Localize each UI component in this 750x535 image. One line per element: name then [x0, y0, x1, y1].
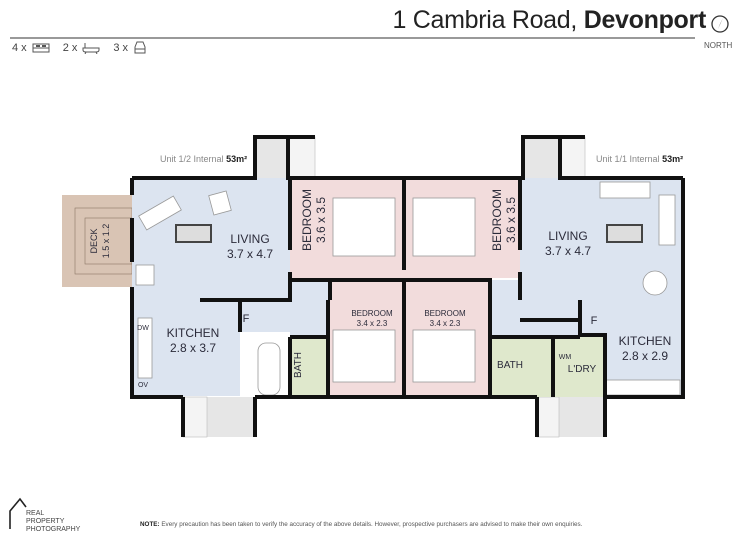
dishwasher-label: DW	[137, 325, 149, 332]
header-divider	[10, 37, 695, 39]
property-address: 1 Cambria Road, Devonport	[392, 6, 707, 35]
car-icon	[134, 41, 146, 54]
living-right-label: LIVING	[548, 229, 587, 243]
kitchen-left-size: 2.8 x 3.7	[170, 341, 216, 355]
bedroom-count: 4 x	[12, 42, 27, 54]
bathroom-count: 2 x	[62, 42, 78, 54]
bedroom-left-main-size: 3.6 x 3.5	[314, 197, 328, 243]
bedroom-left-main-label: BEDROOM	[300, 189, 314, 251]
living-left-label: LIVING	[230, 232, 269, 246]
address-suburb: Devonport	[583, 6, 707, 34]
deck-label: DECK	[89, 228, 99, 253]
kitchen-left-label: KITCHEN	[167, 326, 220, 340]
kitchen-right-label: KITCHEN	[619, 334, 672, 348]
car-count: 3 x	[113, 42, 129, 54]
laundry-right-label: L'DRY	[568, 364, 597, 375]
bedroom-right-small-label: BEDROOM	[424, 309, 466, 318]
address-street: 1 Cambria Road,	[392, 6, 578, 34]
fridge-left-label: F	[243, 313, 250, 325]
living-right-size: 3.7 x 4.7	[545, 244, 591, 258]
bedroom-right-main-size: 3.6 x 3.5	[504, 197, 518, 243]
north-indicator: NORTH	[704, 14, 732, 50]
furniture	[135, 181, 681, 396]
bedroom-right-main-label: BEDROOM	[490, 189, 504, 251]
walls	[130, 135, 685, 437]
bedroom-left-small-label: BEDROOM	[351, 309, 393, 318]
unit-right-area: Unit 1/1 Internal 53m²	[596, 154, 683, 164]
disclaimer-note: NOTE: Every precaution has been taken to…	[140, 521, 583, 528]
kitchen-right-size: 2.8 x 2.9	[622, 349, 668, 363]
porches	[182, 136, 605, 438]
deck	[62, 195, 133, 287]
bed-icon	[32, 43, 50, 53]
bath-icon	[82, 43, 100, 54]
north-label: NORTH	[704, 41, 733, 50]
bedroom-right-small-size: 3.4 x 2.3	[430, 319, 461, 328]
living-left-size: 3.7 x 4.7	[227, 247, 273, 261]
washing-machine-label: WM	[559, 354, 572, 361]
bedroom-left-small-size: 3.4 x 2.3	[357, 319, 388, 328]
compass-icon	[711, 15, 729, 33]
deck-size: 1.5 x 1.2	[101, 224, 111, 259]
bath-left-label: BATH	[293, 352, 304, 378]
unit-left-area: Unit 1/2 Internal 53m²	[160, 154, 247, 164]
feature-counts: 4 x 2 x 3 x	[12, 41, 156, 55]
fridge-right-label: F	[591, 315, 598, 327]
oven-label: OV	[138, 382, 148, 389]
bath-right-label: BATH	[497, 360, 523, 371]
house-roof-icon	[9, 497, 27, 529]
